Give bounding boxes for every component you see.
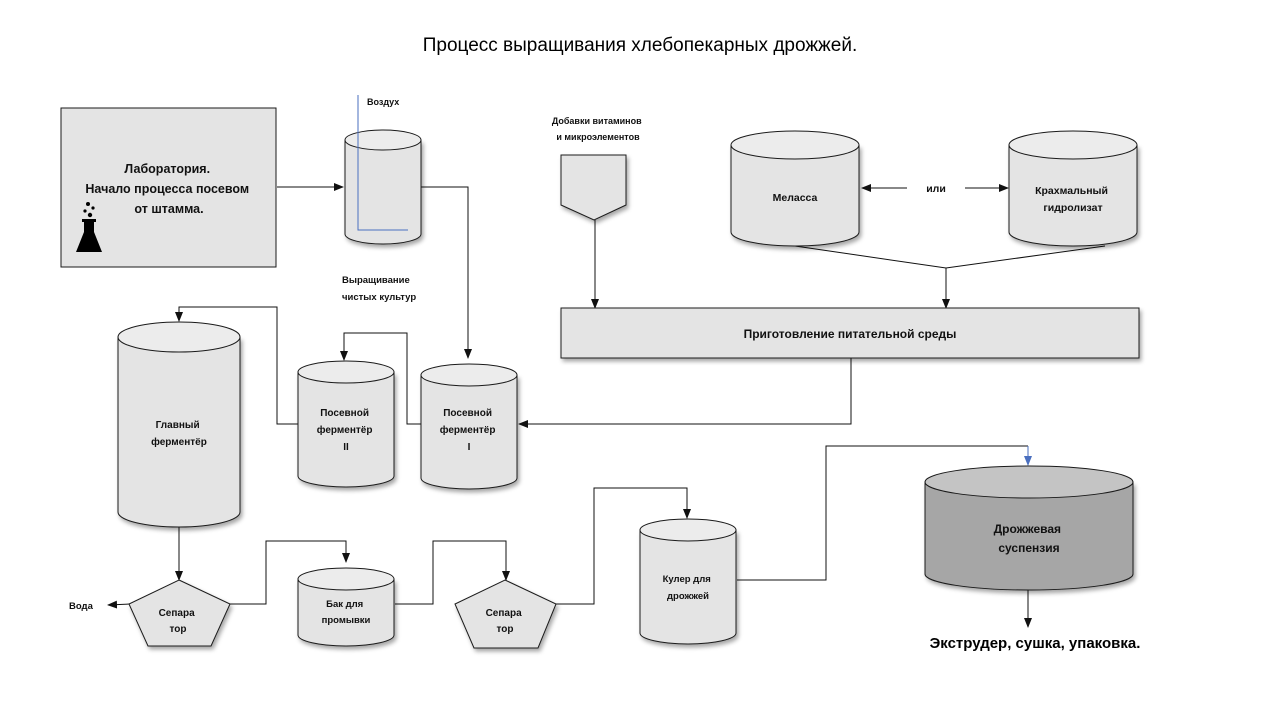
air-label: Воздух (367, 97, 399, 107)
additives-line-1: Добавки витаминов (552, 116, 642, 126)
air-pipe (357, 95, 408, 231)
connector-seed2-to-main (175, 306, 298, 425)
seed-fermenter-1-line-2: ферментёр (440, 424, 496, 436)
yeast-cooler-tank: Кулер для дрожжей (639, 518, 737, 645)
connector-pure-culture-to-seed1 (421, 186, 472, 359)
yeast-cooler-line-2: дрожжей (667, 591, 709, 602)
separator-2-line-1: Сепара (486, 608, 522, 619)
pure-culture-line-1: Выращивание (342, 275, 410, 286)
yeast-suspension-tank: Дрожжевая суспензия (924, 465, 1134, 591)
main-fermenter-line-1: Главный (156, 420, 200, 431)
yeast-cooler-line-1: Кулер для (663, 574, 711, 585)
additives-line-2: и микроэлементов (556, 132, 640, 142)
connector-seed1-to-seed2 (340, 332, 421, 425)
connector-separator1-to-wash (230, 540, 350, 605)
connector-separator2-to-cooler (556, 487, 691, 605)
wash-tank: Бак для промывки (297, 567, 395, 647)
separator-1: Сепара тор (128, 579, 231, 647)
starch-line-1: Крахмальный (1035, 185, 1108, 197)
flask-icon (76, 202, 102, 252)
laboratory-line-3: от штамма. (134, 202, 203, 216)
seed-fermenter-1-label: Посевной ферментёр I (440, 408, 499, 453)
diagram-title: Процесс выращивания хлебопекарных дрожже… (423, 35, 857, 56)
seed-fermenter-1-line-3: I (468, 442, 471, 453)
yeast-cooler-label: Кулер для дрожжей (663, 574, 714, 602)
separator-1-line-2: тор (170, 624, 187, 635)
connectors (107, 183, 1106, 628)
main-fermenter-line-2: ферментёр (151, 436, 207, 448)
pure-culture-line-2: чистых культур (342, 292, 416, 303)
separator-2: Сепара тор (454, 579, 557, 649)
or-label: или (926, 183, 946, 195)
connector-medium-to-seed1 (518, 358, 852, 428)
connector-separator1-to-water (107, 600, 131, 609)
molasses-label: Меласса (773, 192, 818, 204)
yeast-suspension-line-1: Дрожжевая (994, 522, 1061, 536)
laboratory-box: Лаборатория. Начало процесса посевом от … (60, 107, 277, 268)
molasses-tank: Меласса (730, 130, 860, 247)
laboratory-line-1: Лаборатория. (124, 162, 210, 176)
laboratory-line-2: Начало процесса посевом (85, 182, 249, 196)
starch-hydrolysate-tank: Крахмальный гидролизат (1008, 130, 1138, 247)
starch-label: Крахмальный гидролизат (1035, 185, 1111, 214)
pure-culture-tank (344, 95, 422, 245)
separator-2-label: Сепара тор (486, 608, 525, 635)
additives-label: Добавки витаминов и микроэлементов (552, 116, 644, 142)
seed-fermenter-2-label: Посевной ферментёр II (317, 408, 376, 453)
additives-hopper (560, 154, 627, 221)
seed-fermenter-1-tank: Посевной ферментёр I (420, 363, 518, 490)
seed-fermenter-1-line-1: Посевной (443, 408, 492, 419)
water-label: Вода (69, 601, 94, 612)
main-fermenter-tank: Главный ферментёр (117, 321, 241, 528)
laboratory-label: Лаборатория. Начало процесса посевом от … (85, 162, 252, 216)
pure-culture-label: Выращивание чистых культур (342, 275, 416, 303)
final-step-label: Экструдер, сушка, упаковка. (930, 635, 1141, 652)
wash-tank-line-1: Бак для (326, 599, 363, 610)
nutrient-medium-box: Приготовление питательной среды (560, 307, 1140, 359)
wash-tank-line-2: промывки (322, 615, 371, 626)
wash-tank-label: Бак для промывки (322, 599, 371, 626)
nutrient-medium-label: Приготовление питательной среды (744, 327, 957, 341)
starch-line-2: гидролизат (1043, 202, 1102, 214)
connector-cooler-to-suspension (737, 445, 1028, 581)
seed-fermenter-2-line-1: Посевной (320, 408, 369, 419)
seed-fermenter-2-tank: Посевной ферментёр II (297, 360, 395, 488)
yeast-suspension-line-2: суспензия (998, 541, 1059, 555)
connector-wash-to-separator2 (395, 540, 510, 605)
separator-1-label: Сепара тор (159, 608, 198, 635)
separator-1-line-1: Сепара (159, 608, 195, 619)
main-fermenter-label: Главный ферментёр (151, 420, 207, 448)
seed-fermenter-2-line-2: ферментёр (317, 424, 373, 436)
yeast-suspension-label: Дрожжевая суспензия (994, 522, 1065, 555)
separator-2-line-2: тор (497, 624, 514, 635)
seed-fermenter-2-line-3: II (343, 442, 349, 453)
connector-sources-merge (794, 245, 1106, 269)
